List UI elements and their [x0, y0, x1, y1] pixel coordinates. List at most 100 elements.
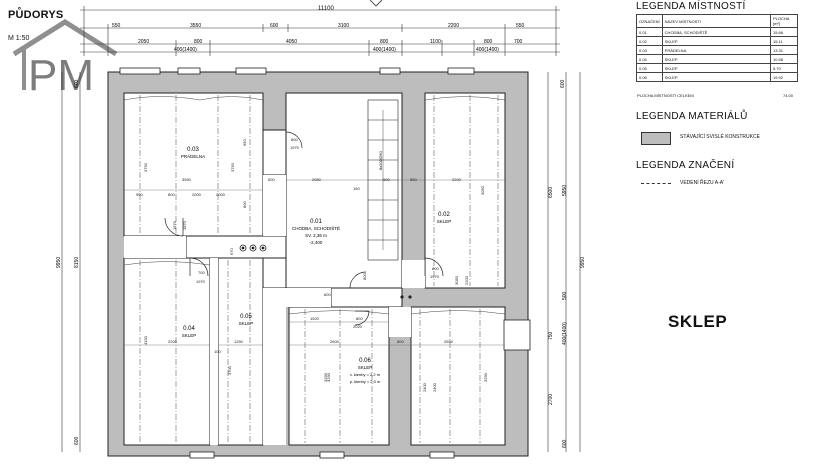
svg-text:800: 800 — [291, 137, 298, 142]
top-dim-row2: 2050 800 4050 800 1100 800 700 400(1400)… — [138, 39, 523, 53]
room-total-label: PLOCHA MÍSTNOSTÍ CELKEM — [637, 93, 694, 98]
svg-text:3290: 3290 — [326, 372, 331, 382]
svg-text:800: 800 — [362, 273, 367, 280]
room-0.04-name: SKLEP — [182, 333, 197, 338]
svg-text:800: 800 — [356, 316, 363, 321]
room-0.06-vault-top: v. klenby = 2,2 m — [350, 372, 381, 377]
svg-text:3100: 3100 — [338, 23, 349, 29]
material-swatch — [641, 132, 671, 145]
vault-lines — [139, 95, 499, 443]
svg-text:2200: 2200 — [168, 339, 178, 344]
svg-text:600: 600 — [74, 436, 80, 445]
svg-text:4050: 4050 — [286, 39, 297, 45]
svg-text:800: 800 — [380, 39, 389, 45]
room-0.05-id: 0.05 — [240, 314, 252, 320]
room-0.02-name: SKLEP — [437, 219, 452, 224]
room-0.01-name: CHODBA, SCHODIŠTĚ — [292, 224, 340, 231]
svg-text:2020: 2020 — [353, 324, 363, 329]
room-total-value: 74.00 — [783, 93, 794, 98]
svg-text:2050: 2050 — [138, 39, 149, 45]
svg-text:2550: 2550 — [444, 339, 454, 344]
material-label: STÁVAJÍCÍ SVISLÉ KONSTRUKCE — [680, 134, 760, 140]
staircase — [367, 99, 399, 261]
svg-text:4150: 4150 — [143, 335, 148, 345]
svg-text:800: 800 — [242, 201, 247, 208]
room-labels: 0.03 PRÁDELNA 0.01 CHODBA, SCHODIŠTĚ SV.… — [181, 147, 451, 384]
top-dim-row1: 550 3550 600 3100 2200 550 — [112, 23, 525, 29]
svg-text:600: 600 — [268, 177, 275, 182]
drawing-scale: M 1:50 — [8, 35, 30, 42]
windows — [119, 67, 531, 459]
svg-text:800: 800 — [484, 39, 493, 45]
side-dimension-lines — [61, 72, 581, 452]
svg-text:3550: 3550 — [182, 177, 192, 182]
room-0.03-name: PRÁDELNA — [181, 153, 205, 159]
right-dims: 600 6500 5950 9950 500 400(1400) 750 270… — [548, 79, 586, 448]
svg-text:2400: 2400 — [432, 382, 437, 392]
left-dims: 600 9950 8150 600 — [56, 79, 80, 445]
svg-text:3550: 3550 — [190, 23, 201, 29]
room-legend-table: OZNAČENÍ NÁZEV MÍSTNOSTI PLOCHA [m²] 0.0… — [636, 14, 798, 82]
svg-text:8150: 8150 — [74, 257, 80, 268]
svg-text:150: 150 — [353, 186, 360, 191]
room-0.02-id: 0.02 — [438, 212, 450, 218]
svg-text:950: 950 — [136, 192, 143, 197]
svg-text:2200: 2200 — [464, 275, 469, 285]
svg-text:800: 800 — [194, 39, 203, 45]
svg-text:500: 500 — [562, 291, 568, 300]
floor-label: SKLEP — [668, 312, 728, 331]
vault-arcs — [123, 96, 506, 315]
svg-text:550: 550 — [410, 177, 417, 182]
room-0.01-height: SV. 2,36 m — [305, 233, 327, 238]
svg-text:800: 800 — [168, 192, 175, 197]
svg-text:1520: 1520 — [310, 316, 320, 321]
svg-text:1970: 1970 — [430, 274, 440, 279]
drawing-title: PŮDORYS — [8, 9, 64, 21]
room-0.03-id: 0.03 — [187, 147, 199, 153]
svg-text:2000: 2000 — [216, 192, 226, 197]
svg-text:550: 550 — [112, 23, 121, 29]
svg-text:670: 670 — [229, 248, 234, 255]
svg-text:950: 950 — [242, 139, 247, 146]
svg-text:2000: 2000 — [192, 192, 202, 197]
room-0.01-level: -2,400 — [310, 240, 323, 245]
svg-text:800: 800 — [432, 266, 439, 271]
table-header-row: OZNAČENÍ NÁZEV MÍSTNOSTI PLOCHA [m²] — [636, 14, 798, 28]
svg-text:1970: 1970 — [290, 145, 300, 150]
openings — [124, 175, 425, 445]
legend-marks-title: LEGENDA ZNAČENÍ — [636, 160, 735, 171]
svg-text:600: 600 — [562, 439, 568, 448]
room-0.01-id: 0.01 — [310, 219, 322, 225]
svg-text:600: 600 — [560, 79, 566, 88]
room-0.04-id: 0.04 — [183, 326, 195, 332]
svg-text:3750: 3750 — [143, 162, 148, 172]
svg-text:800: 800 — [397, 339, 404, 344]
svg-text:3050: 3050 — [480, 185, 485, 195]
svg-text:400(1400): 400(1400) — [174, 47, 197, 53]
svg-text:600: 600 — [74, 79, 80, 88]
dim-overall: 11100 — [318, 6, 334, 12]
room-0.06-id: 0.06 — [359, 358, 371, 364]
floor-plan: 11100 550 3550 600 3100 2200 550 2050 80… — [56, 0, 586, 459]
pm-logo: PM — [12, 19, 118, 98]
svg-text:5950: 5950 — [562, 185, 568, 196]
svg-text:2700: 2700 — [548, 394, 554, 405]
legend-materials-title: LEGENDA MATERIÁLŮ — [636, 111, 748, 122]
room-0.06-name: SKLEP — [358, 365, 373, 370]
section-arrow — [369, 0, 383, 7]
legend-rooms-title: LEGENDA MÍSTNOSTÍ — [636, 1, 746, 12]
svg-text:2200: 2200 — [452, 177, 462, 182]
svg-text:2200: 2200 — [448, 23, 459, 29]
svg-text:9950: 9950 — [56, 257, 62, 268]
svg-text:1100: 1100 — [430, 39, 441, 45]
svg-text:700: 700 — [514, 39, 523, 45]
svg-text:400(1400): 400(1400) — [373, 47, 396, 53]
svg-text:3050: 3050 — [454, 275, 459, 285]
svg-text:600: 600 — [324, 292, 331, 297]
